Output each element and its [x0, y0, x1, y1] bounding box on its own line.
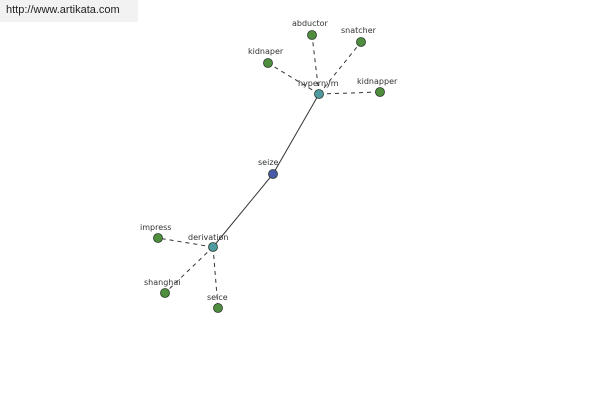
node-shanghai-dot[interactable]: [160, 288, 170, 298]
nodes-layer: seize hypernym derivation abductor snatcher k…: [140, 19, 398, 313]
node-seize[interactable]: seize: [258, 158, 279, 179]
node-snatcher[interactable]: snatcher: [341, 26, 377, 47]
node-shanghai[interactable]: shanghai: [144, 278, 180, 298]
node-derivation-dot[interactable]: [208, 242, 218, 252]
node-seice[interactable]: seice: [207, 293, 228, 313]
edge-derivation-seice: [212, 246, 219, 309]
node-seice-label: seice: [207, 293, 228, 302]
node-hypernym[interactable]: hypernym: [298, 79, 339, 99]
node-kidnapper-dot[interactable]: [375, 87, 385, 97]
node-seice-dot[interactable]: [213, 303, 223, 313]
edge-derivation-impress: [157, 237, 214, 248]
node-kidnaper[interactable]: kidnaper: [248, 47, 284, 68]
node-seize-label: seize: [258, 158, 279, 167]
node-hypernym-dot[interactable]: [314, 89, 324, 99]
edges-layer: [157, 34, 381, 309]
node-derivation[interactable]: derivation: [188, 233, 228, 252]
watermark-url[interactable]: http://www.artikata.com: [0, 0, 138, 22]
node-impress-label: impress: [140, 223, 171, 232]
node-abductor-label: abductor: [292, 19, 329, 28]
node-shanghai-label: shanghai: [144, 278, 180, 287]
node-snatcher-dot[interactable]: [356, 37, 366, 47]
node-kidnaper-dot[interactable]: [263, 58, 273, 68]
edge-hypernym-kidnaper: [267, 62, 320, 95]
node-derivation-label: derivation: [188, 233, 228, 242]
edge-hypernym-snatcher: [318, 41, 362, 95]
node-abductor[interactable]: abductor: [292, 19, 329, 40]
node-snatcher-label: snatcher: [341, 26, 377, 35]
node-abductor-dot[interactable]: [307, 30, 317, 40]
node-kidnaper-label: kidnaper: [248, 47, 284, 56]
node-seize-dot[interactable]: [268, 169, 278, 179]
edge-seize-derivation: [212, 173, 274, 248]
node-impress-dot[interactable]: [153, 233, 163, 243]
node-kidnapper[interactable]: kidnapper: [357, 77, 398, 97]
edge-hypernym-abductor: [311, 34, 320, 95]
node-kidnapper-label: kidnapper: [357, 77, 398, 86]
edge-derivation-shanghai: [164, 246, 214, 294]
node-hypernym-label: hypernym: [298, 79, 339, 88]
edge-hypernym-kidnapper: [318, 91, 381, 95]
node-impress[interactable]: impress: [140, 223, 171, 243]
edge-seize-hypernym: [272, 93, 320, 175]
